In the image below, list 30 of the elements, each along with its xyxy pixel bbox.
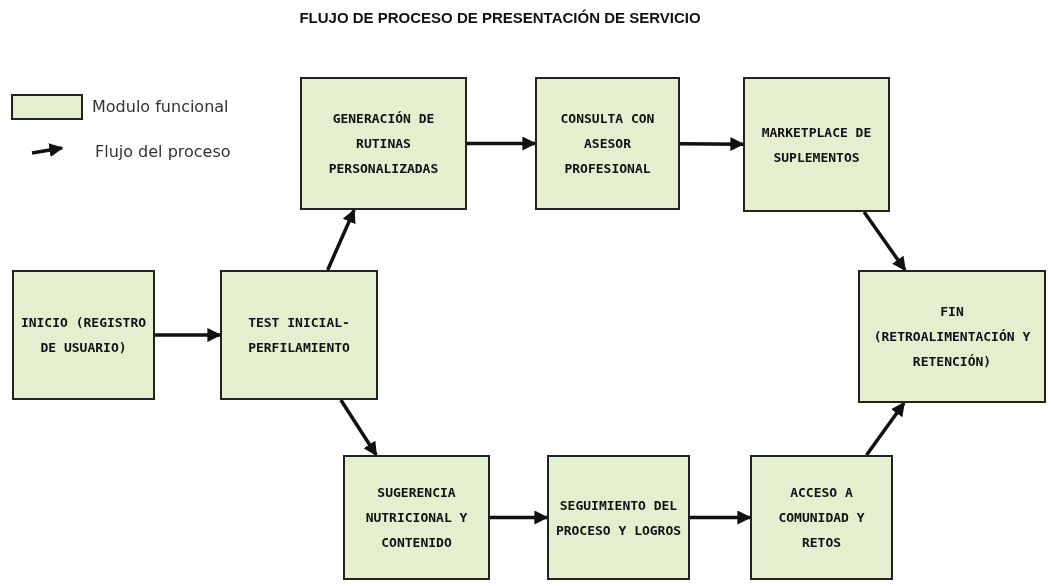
process-box (750, 455, 893, 580)
arrow (690, 510, 752, 525)
box-label: INICIO (REGISTRO DE USUARIO) (19, 314, 148, 357)
arrow (326, 208, 356, 271)
arrow (339, 399, 378, 457)
legend-label: Flujo del proceso (95, 142, 231, 161)
process-box (858, 270, 1046, 403)
arrow (155, 328, 222, 342)
arrow (862, 211, 907, 272)
box-label: SEGUIMIENTO DEL PROCESO Y LOGROS (554, 496, 683, 540)
arrow (680, 137, 745, 152)
arrow (865, 401, 906, 457)
box-label: MARKETPLACE DE SUPLEMENTOS (760, 123, 873, 167)
box-label: GENERACIÓN DE RUTINAS PERSONALIZADAS (327, 110, 440, 178)
box-label: CONSULTA CON ASESOR PROFESIONAL (559, 110, 656, 178)
process-box (535, 77, 680, 210)
box-label: TEST INICIAL-PERFILAMIENTO (247, 314, 351, 357)
diagram-title: FLUJO DE PROCESO DE PRESENTACIÓN DE SERVICIO (298, 10, 702, 26)
legend-label: Modulo funcional (92, 97, 229, 116)
box-label: FIN (RETROALIMENTACIÓN Y RETENCIÓN) (872, 303, 1032, 371)
process-box (300, 77, 467, 210)
process-box (343, 455, 490, 580)
process-box (743, 77, 890, 212)
box-label: ACCESO A COMUNIDAD Y RETOS (777, 484, 866, 552)
arrow (467, 136, 537, 151)
arrow (490, 510, 549, 525)
process-box (12, 270, 155, 400)
box-label: SUGERENCIA NUTRICIONAL Y CONTENIDO (364, 484, 469, 552)
process-box (220, 270, 378, 400)
process-box (547, 455, 690, 580)
